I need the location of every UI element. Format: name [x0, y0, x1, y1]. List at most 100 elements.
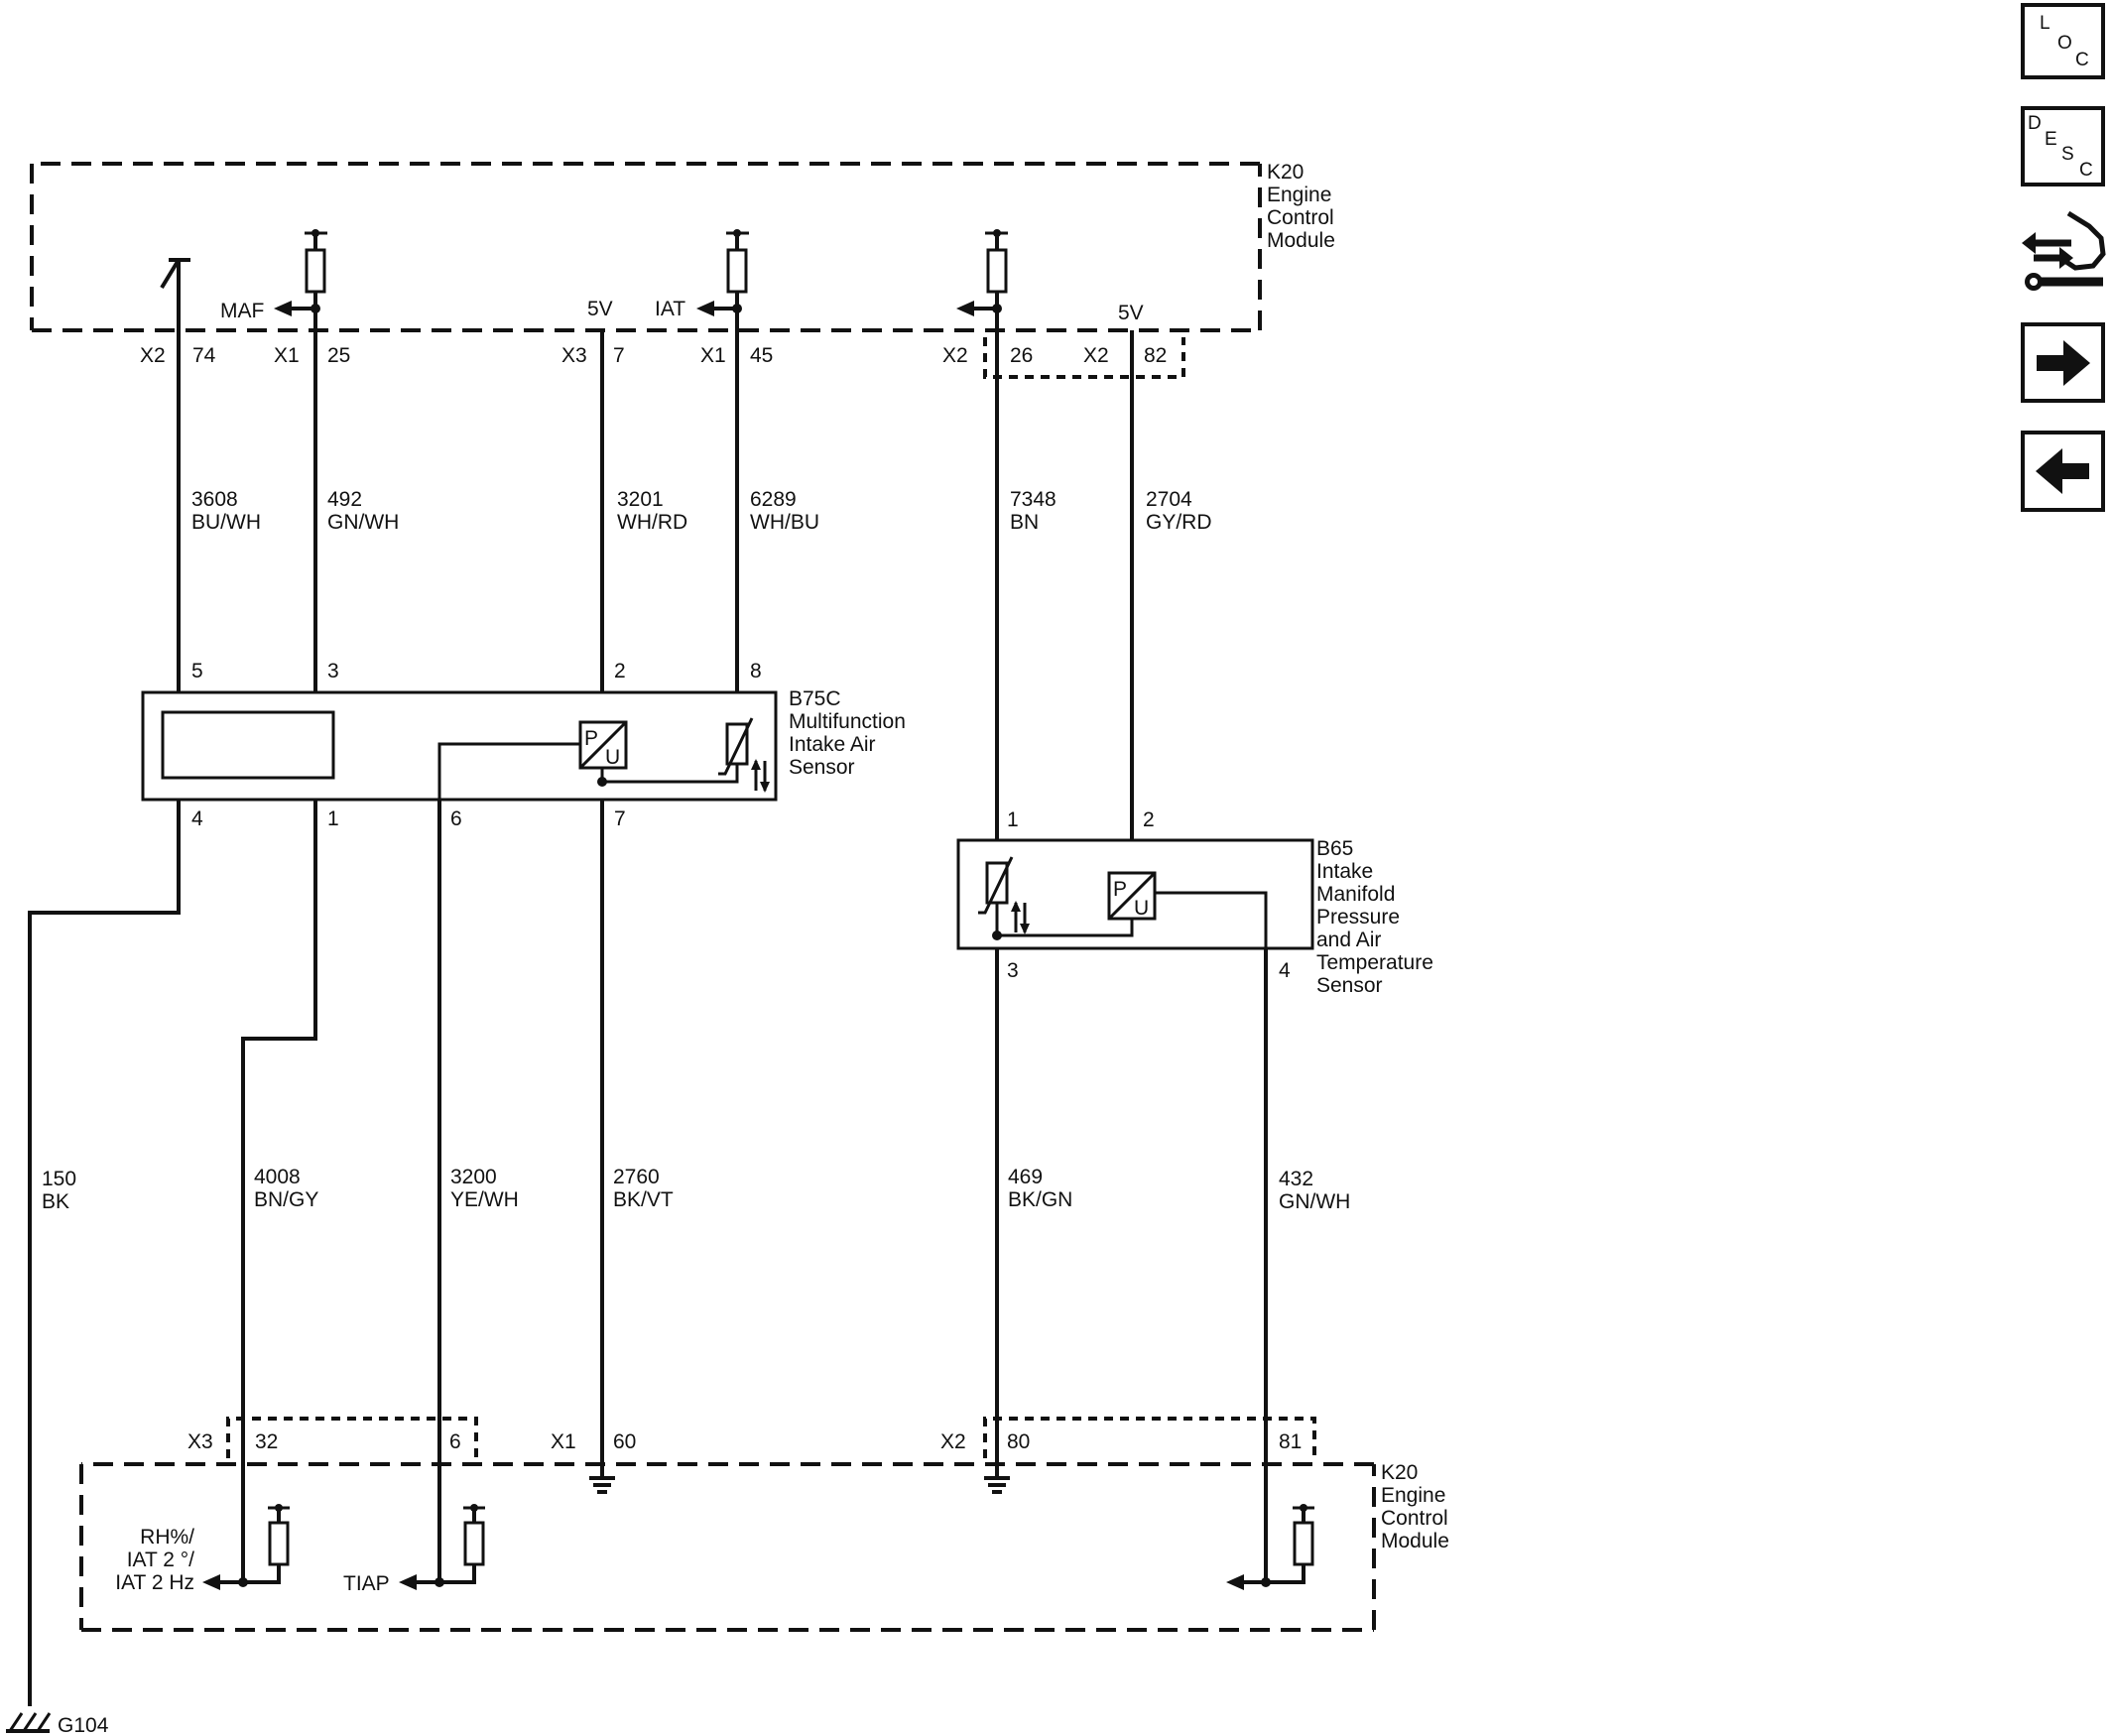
wire-color: BK: [42, 1190, 69, 1213]
wire-color: YE/WH: [450, 1188, 519, 1211]
pin-number: 6: [449, 1430, 461, 1453]
sensor-letter-u: U: [1134, 897, 1149, 920]
wire-color: GN/WH: [1279, 1190, 1350, 1213]
nav-loc-button[interactable]: L O C: [2021, 3, 2105, 79]
circuit-number: 2704: [1146, 488, 1192, 511]
ecm-bottom-label-3: Control: [1381, 1507, 1448, 1530]
ground-symbol: [984, 1476, 1010, 1494]
pin-number: 4: [1279, 959, 1291, 982]
desc-letter-c: C: [2079, 160, 2093, 181]
nav-desc-button[interactable]: D E S C: [2021, 106, 2105, 186]
b75c-label-4: Sensor: [789, 756, 855, 779]
ecm-top-label-4: Module: [1267, 229, 1335, 252]
bottom-connector-labels: X3 32 6 X1 60 X2 80 81: [187, 1430, 1302, 1453]
ecm-top-module: K20 Engine Control Module MAF 5V: [30, 161, 1335, 379]
pin-number: 25: [327, 344, 350, 367]
wire-color: GY/RD: [1146, 511, 1212, 534]
pin-number: 81: [1279, 1430, 1302, 1453]
ecm-top-label-3: Control: [1267, 206, 1334, 229]
b65-label-1: B65: [1316, 837, 1353, 860]
rh-signal-label-1: RH%/: [140, 1526, 194, 1549]
arrow-right-icon: [2037, 340, 2090, 386]
nav-next-button[interactable]: [2021, 322, 2105, 403]
b75c-label-3: Intake Air: [789, 733, 876, 756]
b65-label-5: and Air: [1316, 929, 1381, 951]
g104-ground: G104: [6, 1712, 109, 1736]
pin-number: 7: [614, 807, 626, 830]
nav-prev-button[interactable]: [2021, 431, 2105, 512]
circuit-number: 3608: [191, 488, 238, 511]
5v-label-b: 5V: [1118, 302, 1144, 324]
b65-label-6: Temperature: [1316, 951, 1433, 974]
circuit-number: 150: [42, 1168, 76, 1190]
nav-connector-button[interactable]: [2022, 210, 2106, 291]
connector-id: X2: [940, 1430, 966, 1453]
b65-label-3: Manifold: [1316, 883, 1395, 906]
arrow-left-icon: [2036, 448, 2089, 494]
rh-signal-label-3: IAT 2 Hz: [115, 1571, 194, 1594]
connector-id: X3: [561, 344, 587, 367]
resistor-symbol: [696, 229, 749, 330]
circuit-number: 2760: [613, 1166, 660, 1188]
desc-letter-e: E: [2045, 129, 2057, 150]
ecm-bottom-label-2: Engine: [1381, 1484, 1445, 1507]
b65-label-4: Pressure: [1316, 906, 1400, 929]
sensor-letter-p: P: [584, 727, 598, 750]
resistor-symbol: [399, 1504, 485, 1590]
b65-label-2: Intake: [1316, 860, 1373, 883]
switch-symbol: [160, 258, 190, 330]
pin-number: 3: [327, 660, 339, 682]
b65-label-7: Sensor: [1316, 974, 1383, 997]
sensor-letter-u: U: [605, 746, 620, 769]
ecm-bottom-module: K20 Engine Control Module RH%/ IAT 2 °/ …: [79, 1417, 1449, 1632]
circuit-number: 432: [1279, 1168, 1313, 1190]
iat-signal-label: IAT: [655, 298, 685, 320]
connector-id: X1: [700, 344, 726, 367]
circuit-number: 6289: [750, 488, 797, 511]
resistor-symbol: [1226, 1504, 1314, 1590]
5v-label-a: 5V: [587, 298, 613, 320]
resistor-symbol: [274, 229, 327, 330]
ecm-bottom-label-1: K20: [1381, 1461, 1418, 1484]
connector-id: X1: [551, 1430, 576, 1453]
ecm-top-label-1: K20: [1267, 161, 1304, 184]
pin-number: 45: [750, 344, 773, 367]
connector-id: X2: [140, 344, 166, 367]
circuit-number: 492: [327, 488, 362, 511]
wire-color: WH/BU: [750, 511, 819, 534]
pin-number: 7: [613, 344, 625, 367]
pin-number: 82: [1144, 344, 1167, 367]
pin-number: 32: [255, 1430, 278, 1453]
ground-symbol: [589, 1476, 615, 1494]
pin-number: 6: [450, 807, 462, 830]
tiap-signal-label: TIAP: [343, 1572, 390, 1595]
pin-number: 80: [1007, 1430, 1030, 1453]
pin-number: 2: [614, 660, 626, 682]
wire-color: BK/GN: [1008, 1188, 1072, 1211]
b65-sensor: P U B65 Intake Manifold Pressure and Air…: [956, 808, 1433, 997]
connector-id: X3: [187, 1430, 213, 1453]
pin-number: 3: [1007, 959, 1019, 982]
b75c-label-1: B75C: [789, 687, 841, 710]
resistor-symbol: [956, 229, 1008, 330]
wire-color: GN/WH: [327, 511, 399, 534]
circuit-number: 7348: [1010, 488, 1056, 511]
circuit-number: 3200: [450, 1166, 497, 1188]
maf-signal-label: MAF: [220, 300, 264, 322]
pin-number: 8: [750, 660, 762, 682]
wire-color: BU/WH: [191, 511, 261, 534]
wires: [28, 330, 1268, 1706]
circuit-number: 3201: [617, 488, 664, 511]
ground-label: G104: [58, 1714, 109, 1736]
circuit-number: 4008: [254, 1166, 301, 1188]
circuit-number: 469: [1008, 1166, 1043, 1188]
wire-color: BN: [1010, 511, 1039, 534]
wire-labels: 3608 BU/WH 492 GN/WH 3201 WH/RD 6289 WH/…: [42, 488, 1350, 1213]
desc-letter-d: D: [2028, 113, 2042, 134]
pin-number: 26: [1010, 344, 1033, 367]
b75c-label-2: Multifunction: [789, 710, 906, 733]
desc-letter-s: S: [2061, 144, 2074, 165]
wire-color: WH/RD: [617, 511, 687, 534]
pin-number: 4: [191, 807, 203, 830]
